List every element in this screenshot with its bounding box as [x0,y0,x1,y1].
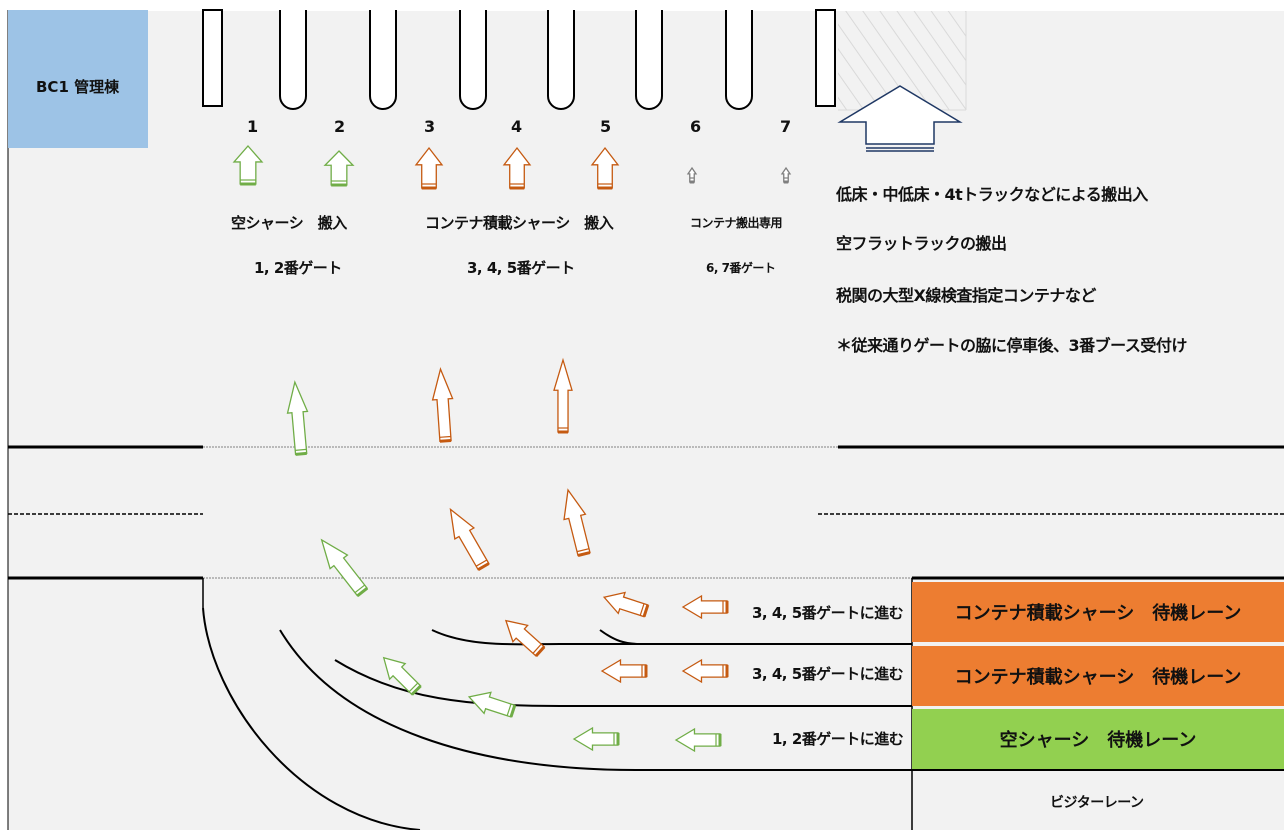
flow-arrow-icon [467,691,517,718]
gate-booths [202,9,836,110]
gate-group-export-subtitle: 6, 7番ゲート [706,261,776,275]
large-up-arrow-icon [837,85,963,152]
gate-number-5: 5 [600,117,611,136]
lane-arrow-icon [572,726,620,752]
gate-booth [547,10,575,110]
gate-arrow-icon [590,146,620,190]
gate-number-1: 1 [247,117,258,136]
lane-direction-3: 1, 2番ゲートに進む [772,730,904,748]
gate-number-2: 2 [334,117,345,136]
flow-arrow-icon [431,367,454,443]
gate-arrow-icon [232,145,264,186]
gate-arrow-icon [323,150,355,187]
flow-arrow-icon [602,591,650,618]
waiting-lane-empty: 空シャーシ 待機レーン [912,709,1284,769]
gate-booth [815,9,836,107]
curve-lane-3 [279,629,637,771]
gate-group-container-title: コンテナ積載シャーシ 搬入 [425,214,614,232]
flow-arrow-icon [449,507,490,571]
curve-lane-visitor [202,607,421,830]
lane-direction-2: 3, 4, 5番ゲートに進む [752,665,904,683]
note-1: 低床・中低床・4tトラックなどによる搬出入 [836,185,1148,204]
gate-booth [369,10,397,110]
lane-direction-1: 3, 4, 5番ゲートに進む [752,604,904,622]
gate-number-6: 6 [690,117,701,136]
waiting-lane-container-2: コンテナ積載シャーシ 待機レーン [912,646,1284,706]
lane-arrow-icon [600,658,648,684]
lane-arrow-icon [681,594,729,620]
gate-arrow-icon [780,166,792,184]
curve-lane-2 [334,659,561,707]
lane-arrow-icon [681,658,729,684]
building-label: BC1 管理棟 [36,78,120,96]
visitor-lane-label: ビジターレーン [1050,795,1144,811]
flow-arrow-icon [504,619,546,657]
gate-booth [459,10,487,110]
gate-booth [279,10,307,110]
gate-arrow-icon [502,146,532,190]
flow-arrow-icon [286,380,309,456]
gate-group-empty-title: 空シャーシ 搬入 [231,214,347,232]
flow-arrows [232,145,792,753]
gate-group-export-title: コンテナ搬出専用 [690,216,783,230]
flow-arrow-icon [382,656,422,696]
curve-lane-1 [431,629,561,646]
gate-number-4: 4 [511,117,522,136]
gate-arrow-icon [686,166,698,184]
gate-group-container-subtitle: 3, 4, 5番ゲート [467,259,575,277]
note-3: 税関の大型X線検査指定コンテナなど [836,286,1096,305]
gate-group-empty-subtitle: 1, 2番ゲート [254,259,342,277]
gate-booth [202,9,223,107]
gate-booth [725,10,753,110]
gate-number-7: 7 [780,117,791,136]
waiting-lane-container-1: コンテナ積載シャーシ 待機レーン [912,582,1284,642]
lane-arrow-icon [674,727,722,753]
note-2: 空フラットラックの搬出 [836,234,1007,253]
note-4: ＊従来通りゲートの脇に停車後、3番ブース受付け [836,336,1187,355]
flow-arrow-icon [563,488,591,557]
gate-booth [635,10,663,110]
gate-arrow-icon [414,146,444,190]
gate-number-3: 3 [424,117,435,136]
flow-arrow-icon [320,538,369,597]
building-bc1: BC1 管理棟 [8,10,148,148]
flow-arrow-icon [553,357,573,434]
